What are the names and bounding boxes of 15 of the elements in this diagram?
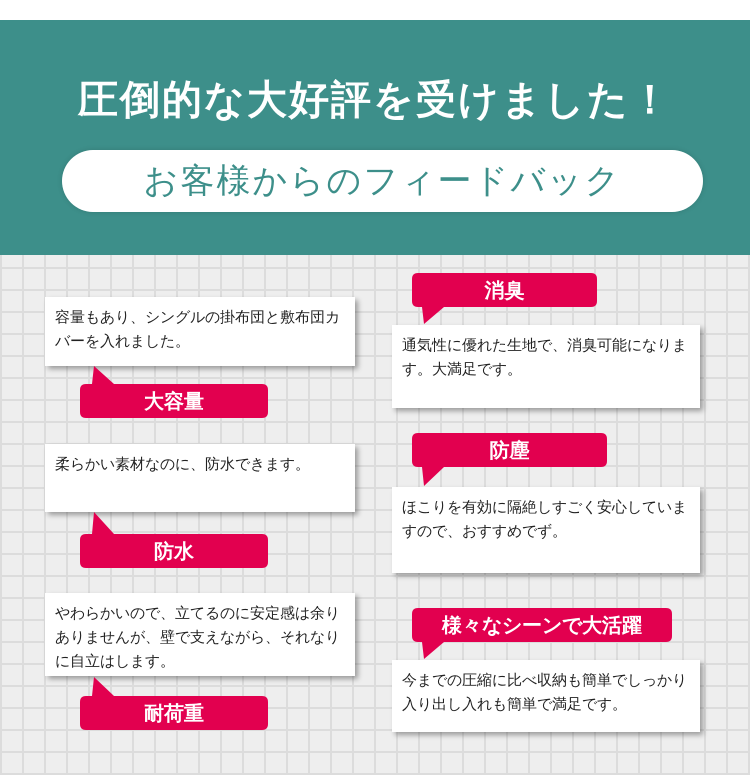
comment-box: ほこりを有効に隔絶しすごく安心していますので、おすすめでず。 — [392, 487, 700, 573]
speech-bubble-tag: 防塵 — [412, 433, 607, 486]
speech-bubble-tag: 様々なシーンで大活躍 — [412, 608, 672, 659]
speech-bubble-tag: 防水 — [80, 512, 268, 568]
comment-box: 今までの圧縮に比べ収納も簡単でしっかり入り出し入れも簡単で満足です。 — [392, 660, 700, 732]
header-band — [0, 20, 750, 255]
speech-bubble-tag: 耐荷重 — [80, 677, 268, 730]
comment-box: やわらかいので、立てるのに安定感は余りありませんが、壁で支えながら、それなりに自立はします。 — [45, 593, 355, 676]
speech-bubble-tag: 大容量 — [80, 366, 268, 418]
comment-box: 通気性に優れた生地で、消臭可能になります。大満足です。 — [392, 325, 700, 408]
subtitle-pill: お客様からのフィードバック — [62, 150, 703, 212]
title: 圧倒的な大好評を受けました！ — [76, 76, 673, 125]
comment-box: 容量もあり、シングルの掛布団と敷布団カバーを入れました。 — [45, 297, 355, 366]
speech-bubble-tag: 消臭 — [412, 273, 597, 324]
comment-box: 柔らかい素材なのに、防水できます。 — [45, 444, 355, 512]
